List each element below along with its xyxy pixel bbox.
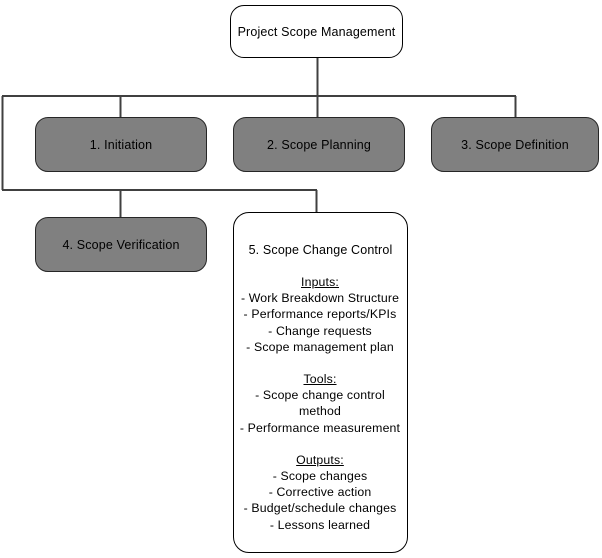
list-item: - Scope changes: [272, 469, 368, 484]
node-label: 5. Scope Change Control: [248, 243, 393, 257]
list-item: - Lessons learned: [269, 517, 371, 532]
section-heading-tools: Tools:: [303, 372, 337, 387]
node-label: 1. Initiation: [89, 137, 153, 152]
list-item: - Corrective action: [268, 485, 372, 500]
list-item: - Budget/schedule changes: [243, 501, 397, 516]
node-initiation[interactable]: 1. Initiation: [35, 117, 207, 172]
list-item: - Scope change control method: [255, 388, 385, 419]
node-label: 2. Scope Planning: [266, 137, 371, 152]
list-item: - Performance measurement: [239, 420, 401, 435]
node-scope-definition[interactable]: 3. Scope Definition: [431, 117, 599, 172]
list-item: - Work Breakdown Structure: [240, 291, 400, 306]
list-item: - Performance reports/KPIs: [243, 307, 397, 322]
node-label: Project Scope Management: [237, 24, 396, 39]
section-heading-inputs: Inputs:: [301, 275, 339, 289]
node-project-scope-management[interactable]: Project Scope Management: [230, 5, 403, 58]
node-scope-planning[interactable]: 2. Scope Planning: [233, 117, 405, 172]
node-label: 3. Scope Definition: [461, 137, 569, 152]
section-heading-outputs: Outputs:: [296, 452, 344, 467]
node-detail-list: Inputs: - Work Breakdown Structure - Per…: [234, 274, 407, 533]
list-item: - Scope management plan: [246, 339, 394, 354]
node-label: 4. Scope Verification: [62, 237, 180, 252]
section-spacer: [239, 436, 401, 452]
node-scope-verification[interactable]: 4. Scope Verification: [35, 217, 207, 272]
list-item: - Change requests: [268, 323, 372, 338]
section-spacer: [239, 355, 401, 371]
node-scope-change-control[interactable]: 5. Scope Change Control Inputs: - Work B…: [233, 212, 408, 553]
